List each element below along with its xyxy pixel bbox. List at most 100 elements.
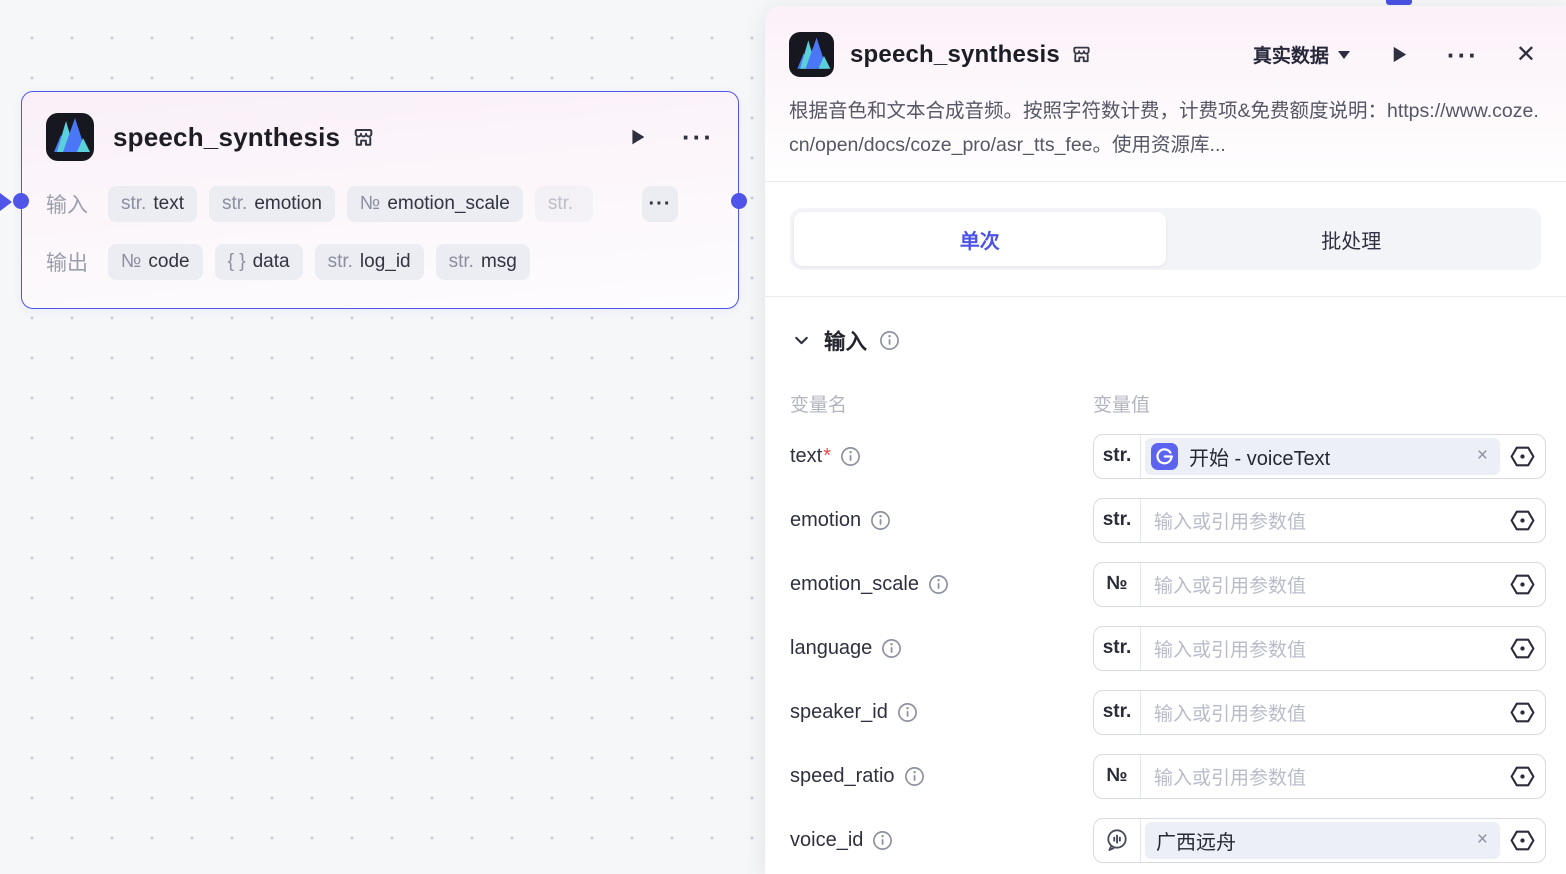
column-variable-name: 变量名	[790, 395, 848, 416]
input-tag: str.text	[108, 186, 197, 222]
edge-arrowhead-icon	[0, 193, 12, 211]
input-section-title: 输入	[824, 330, 868, 354]
run-node-button[interactable]	[626, 126, 648, 148]
clear-value-button[interactable]: ×	[1476, 445, 1488, 466]
reference-value-text: 开始 - voiceText	[1189, 447, 1331, 470]
clear-value-button[interactable]: ×	[1476, 829, 1488, 850]
info-icon[interactable]	[840, 446, 861, 467]
param-value-input[interactable]: № 输入或引用参数值	[1093, 561, 1546, 607]
param-value-input[interactable]: str. 输入或引用参数值	[1093, 689, 1546, 735]
store-icon	[351, 125, 376, 150]
speech-synthesis-panel-icon	[789, 32, 834, 77]
input-tags-more-button[interactable]: ···	[642, 186, 678, 222]
info-icon[interactable]	[872, 830, 893, 851]
output-tag: { }data	[214, 244, 303, 280]
info-icon[interactable]	[881, 638, 902, 659]
param-row-language: language str. 输入或引用参数值	[790, 616, 1546, 680]
hexagon-node-icon[interactable]	[1509, 635, 1536, 662]
info-icon[interactable]	[928, 574, 949, 595]
node-input-port[interactable]	[13, 193, 29, 209]
type-prefix: str.	[1094, 498, 1141, 542]
data-mode-label: 真实数据	[1252, 46, 1329, 67]
panel-more-button[interactable]: ···	[1446, 39, 1479, 70]
type-prefix: №	[1094, 562, 1141, 606]
type-prefix: str.	[1094, 434, 1141, 478]
hexagon-node-icon[interactable]	[1509, 763, 1536, 790]
param-name: emotion	[790, 508, 862, 531]
voice-bubble-icon	[1094, 818, 1141, 862]
type-prefix: str.	[1094, 626, 1141, 670]
column-variable-value: 变量值	[1093, 395, 1151, 416]
param-value-input[interactable]: str. 输入或引用参数值	[1093, 497, 1546, 543]
param-name: text*	[790, 444, 832, 467]
tab-batch-run[interactable]: 批处理	[1321, 230, 1382, 253]
input-tag: str.emotion	[208, 186, 335, 222]
connection-wire-fragment	[1386, 0, 1412, 5]
param-row-speed-ratio: speed_ratio № 输入或引用参数值	[790, 744, 1546, 808]
node-description: 根据音色和文本合成音频。按照字符数计费，计费项&免费额度说明：https://w…	[789, 100, 1539, 156]
panel-title: speech_synthesis	[850, 40, 1060, 68]
output-tag: str.msg	[435, 244, 530, 280]
input-placeholder: 输入或引用参数值	[1154, 575, 1307, 597]
param-row-text: text* str. 开始 - voiceText ×	[790, 424, 1546, 488]
info-icon[interactable]	[897, 702, 918, 723]
param-row-speaker-id: speaker_id str. 输入或引用参数值	[790, 680, 1546, 744]
info-icon[interactable]	[904, 766, 925, 787]
type-prefix: №	[1094, 754, 1141, 798]
hexagon-node-icon[interactable]	[1509, 443, 1536, 470]
divider	[765, 181, 1566, 182]
chevron-down-icon[interactable]	[791, 330, 812, 351]
param-name: emotion_scale	[790, 572, 919, 595]
type-prefix: str.	[1094, 690, 1141, 734]
node-output-label: 输出	[46, 252, 88, 275]
param-name: speed_ratio	[790, 764, 895, 787]
node-more-button[interactable]: ···	[682, 122, 714, 152]
voice-value-text: 广西远舟	[1156, 831, 1236, 854]
speech-synthesis-node-icon	[46, 113, 94, 161]
node-input-label: 输入	[46, 194, 88, 217]
reference-value-chip[interactable]: 开始 - voiceText ×	[1145, 437, 1500, 475]
required-mark: *	[823, 444, 832, 467]
param-value-input[interactable]: str. 输入或引用参数值	[1093, 625, 1546, 671]
input-placeholder: 输入或引用参数值	[1154, 639, 1307, 661]
info-icon[interactable]	[870, 510, 891, 531]
hexagon-node-icon[interactable]	[1509, 827, 1536, 854]
divider	[765, 296, 1566, 297]
param-value-input[interactable]: str. 开始 - voiceText ×	[1093, 433, 1546, 479]
param-name: voice_id	[790, 828, 864, 851]
info-icon[interactable]	[879, 330, 900, 351]
param-name: language	[790, 636, 873, 659]
input-placeholder: 输入或引用参数值	[1154, 703, 1307, 725]
node-title: speech_synthesis	[113, 121, 341, 152]
reference-icon	[1151, 442, 1178, 470]
run-mode-tabs: 单次 批处理	[790, 208, 1541, 270]
param-value-input[interactable]: 广西远舟 ×	[1093, 817, 1546, 863]
node-output-port[interactable]	[731, 193, 747, 209]
hexagon-node-icon[interactable]	[1509, 571, 1536, 598]
param-row-emotion: emotion str. 输入或引用参数值	[790, 488, 1546, 552]
node-config-panel: speech_synthesis 真实数据 ··· ✕ 根据音色和文本合成音频。…	[765, 6, 1566, 874]
param-row-emotion-scale: emotion_scale № 输入或引用参数值	[790, 552, 1546, 616]
param-value-input[interactable]: № 输入或引用参数值	[1093, 753, 1546, 799]
run-panel-button[interactable]	[1387, 43, 1410, 66]
caret-down-icon	[1337, 50, 1350, 59]
input-placeholder: 输入或引用参数值	[1154, 767, 1307, 789]
panel-header: speech_synthesis 真实数据 ··· ✕	[765, 6, 1566, 77]
voice-value-chip[interactable]: 广西远舟 ×	[1145, 821, 1500, 859]
param-name: speaker_id	[790, 700, 888, 723]
tab-single-run[interactable]: 单次	[794, 212, 1166, 266]
input-tag: str.	[534, 186, 594, 222]
data-mode-dropdown[interactable]: 真实数据	[1253, 41, 1350, 68]
hexagon-node-icon[interactable]	[1509, 507, 1536, 534]
node-speech-synthesis[interactable]: speech_synthesis ··· 输入 str.text str.emo…	[13, 91, 747, 309]
input-placeholder: 输入或引用参数值	[1154, 511, 1307, 533]
close-panel-button[interactable]: ✕	[1515, 40, 1536, 68]
hexagon-node-icon[interactable]	[1509, 699, 1536, 726]
